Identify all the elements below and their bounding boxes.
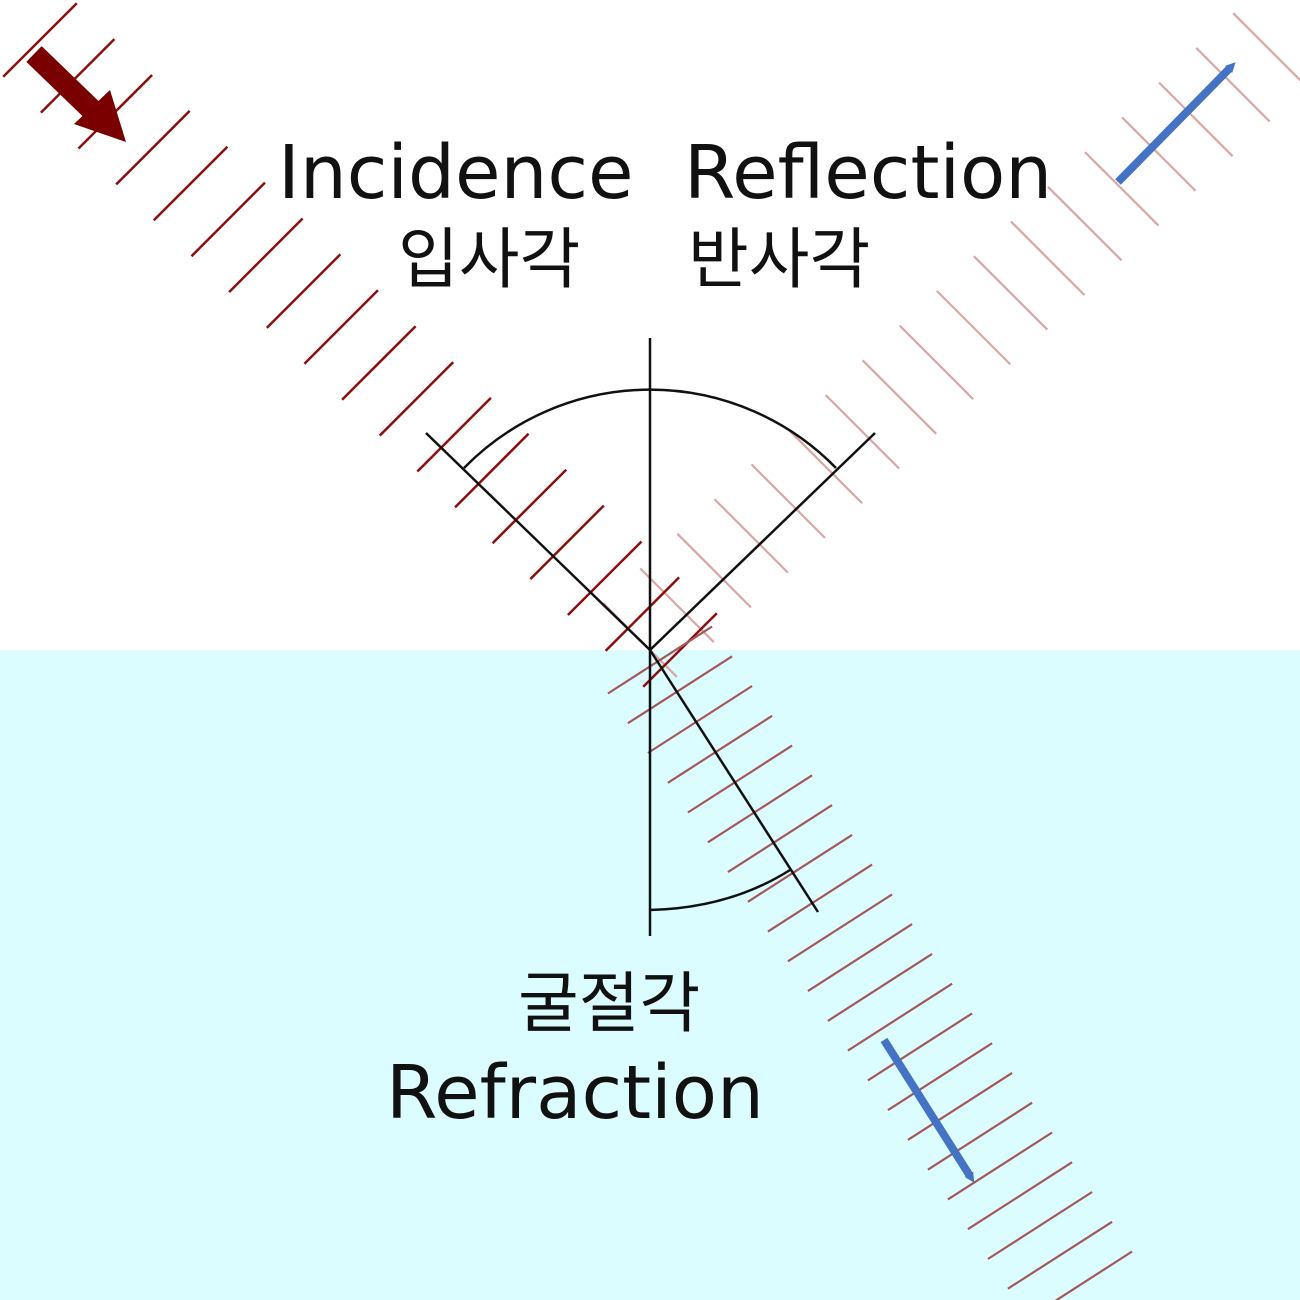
refracted-wavefront-line (867, 1012, 973, 1082)
arrow-down-right-icon (880, 1037, 975, 1183)
incident-wavefront-line (40, 38, 116, 114)
incident-wavefront-line (228, 217, 304, 293)
reflected-wavefront-line (1084, 151, 1160, 227)
incident-wavefront-line (491, 468, 568, 545)
refracted-wavefront-line (647, 685, 753, 754)
refracted-wavefront-line (787, 893, 893, 963)
reflected-wavefront-line (861, 359, 937, 435)
reflected-wavefront-line (787, 428, 863, 504)
incident-wavefront-line (454, 432, 530, 509)
reflected-wavefront-line (898, 324, 974, 400)
incident-wavefront-line (190, 181, 266, 258)
incident-wavefront-line (341, 325, 417, 401)
reflection-korean-label: 반사각 (688, 221, 870, 298)
incident-wavefronts (2, 2, 718, 688)
incident-wavefront-line (642, 612, 718, 688)
incident-wavefront-line (529, 504, 605, 580)
refracted-ray-line (648, 649, 820, 913)
refracted-wavefront-line (847, 982, 953, 1052)
incident-wavefront-line (416, 397, 492, 473)
incident-wavefront-line (378, 361, 455, 437)
refracted-wavefront-line (1054, 1250, 1133, 1300)
refracted-wavefront-line (907, 1071, 1013, 1141)
arrow-up-right-icon (1115, 62, 1236, 185)
refracted-wavefront-line (627, 655, 733, 725)
refracted-wavefronts (607, 625, 1133, 1300)
refraction-angle-arc (649, 868, 791, 912)
refracted-wavefront-line (727, 804, 833, 874)
refracted-wavefront-line (767, 863, 873, 933)
refracted-wavefront-line (1007, 1220, 1113, 1290)
refracted-wavefront-line (607, 625, 713, 695)
refraction-label: Refraction (386, 1050, 764, 1136)
refracted-wavefront-line (927, 1101, 1033, 1171)
reflected-wavefront-line (713, 498, 789, 574)
incident-wavefront-line (152, 145, 229, 222)
reflected-wavefront-line (1121, 116, 1197, 192)
thick-arrow-down-right-icon (26, 46, 126, 142)
reflected-wavefront-line (1010, 220, 1086, 296)
refracted-wavefront-line (747, 833, 853, 903)
incident-wavefront-line (604, 576, 680, 652)
refracted-wavefront-line (687, 744, 793, 814)
reflected-wavefront-line (1158, 81, 1234, 157)
reflected-wavefront-line (1047, 186, 1123, 262)
reflection-label: Reflection (684, 130, 1052, 216)
refracted-wavefront-line (947, 1131, 1053, 1201)
incident-wavefront-line (115, 110, 191, 186)
refracted-wavefront-line (707, 774, 813, 844)
incident-ray-line (425, 432, 651, 651)
refracted-wavefront-line (967, 1161, 1073, 1231)
reflected-wavefront-line (750, 463, 826, 539)
refraction-korean-label: 굴절각 (518, 965, 700, 1042)
reflected-ray-line (649, 432, 876, 651)
refracted-wavefront-line (667, 714, 773, 784)
incident-wavefront-line (303, 289, 379, 365)
reflected-wavefront-line (1232, 12, 1300, 82)
incidence-reflection-angle-arc (463, 388, 837, 469)
refracted-wavefront-line (887, 1042, 993, 1112)
incident-wavefront-line (567, 540, 643, 616)
construction-lines (425, 338, 876, 936)
reflected-wavefront-line (1195, 47, 1271, 123)
reflected-wavefront-line (676, 533, 752, 609)
reflected-wavefront-line (936, 290, 1012, 366)
refracted-wavefront-line (987, 1191, 1093, 1260)
incident-wavefront-line (265, 253, 342, 329)
refracted-wavefront-line (827, 952, 933, 1022)
incidence-label: Incidence (278, 130, 634, 216)
incidence-korean-label: 입사각 (398, 221, 580, 298)
reflected-wavefront-line (824, 394, 900, 470)
reflected-wavefront-line (973, 255, 1049, 331)
incident-wavefront-line (2, 2, 78, 78)
reflected-wavefronts (602, 12, 1300, 678)
refracted-wavefront-line (807, 923, 913, 993)
